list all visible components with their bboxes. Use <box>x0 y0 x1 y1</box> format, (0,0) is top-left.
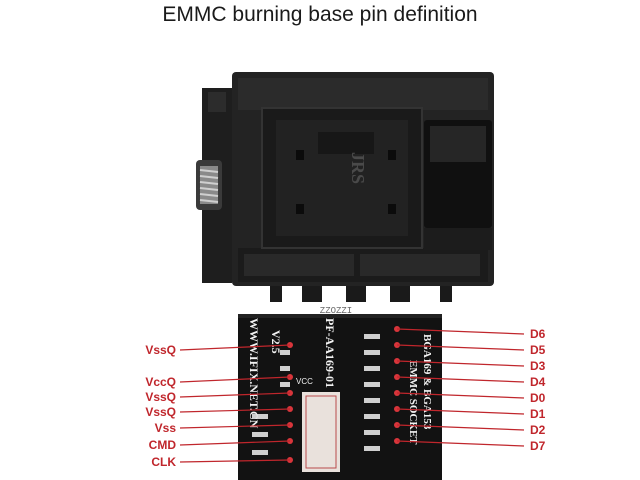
pin-label-left-5: Vss <box>154 421 176 435</box>
pin-leader-lines <box>179 328 525 463</box>
pin-label-left-6: CMD <box>148 438 176 452</box>
pin-label-right-5: D0 <box>530 391 546 405</box>
pin-label-right-3: D3 <box>530 359 546 373</box>
pin-label-right-2: D5 <box>530 343 546 357</box>
socket-body: JRS ZZOZZI <box>232 72 494 316</box>
silkscreen-vcc: VCC <box>296 377 313 386</box>
pin-label-left-1: VssQ <box>145 343 176 357</box>
silkscreen-socket-line1: EMMC SOCKET <box>407 360 419 445</box>
silkscreen-version: V2.5 <box>269 330 283 354</box>
silkscreen-socket-line2: BGA169 & BGA153 <box>421 334 433 430</box>
pin-label-right-4: D4 <box>530 375 546 389</box>
edge-marking: ZZOZZI <box>320 306 352 316</box>
socket-hinge <box>196 88 232 283</box>
spring <box>199 166 219 204</box>
pin-label-right-7: D2 <box>530 423 546 437</box>
adapter-pcb: WWW.IFIX.NET.CN V2.5 VCC PF-AA169-01 EMM… <box>238 314 442 480</box>
pin-label-left-4: VssQ <box>145 405 176 419</box>
page-title: EMMC burning base pin definition <box>162 3 478 26</box>
pin-label-left-7: CLK <box>151 455 176 469</box>
pin-label-left-2: VccQ <box>145 375 176 389</box>
pin-label-left-3: VssQ <box>145 390 176 404</box>
pin-label-right-6: D1 <box>530 407 546 421</box>
lid-logo: JRS <box>348 152 368 184</box>
silkscreen-website: WWW.IFIX.NET.CN <box>247 318 261 429</box>
pin-label-right-1: D6 <box>530 327 546 341</box>
silkscreen-model: PF-AA169-01 <box>323 318 337 388</box>
pin-label-right-8: D7 <box>530 439 546 453</box>
